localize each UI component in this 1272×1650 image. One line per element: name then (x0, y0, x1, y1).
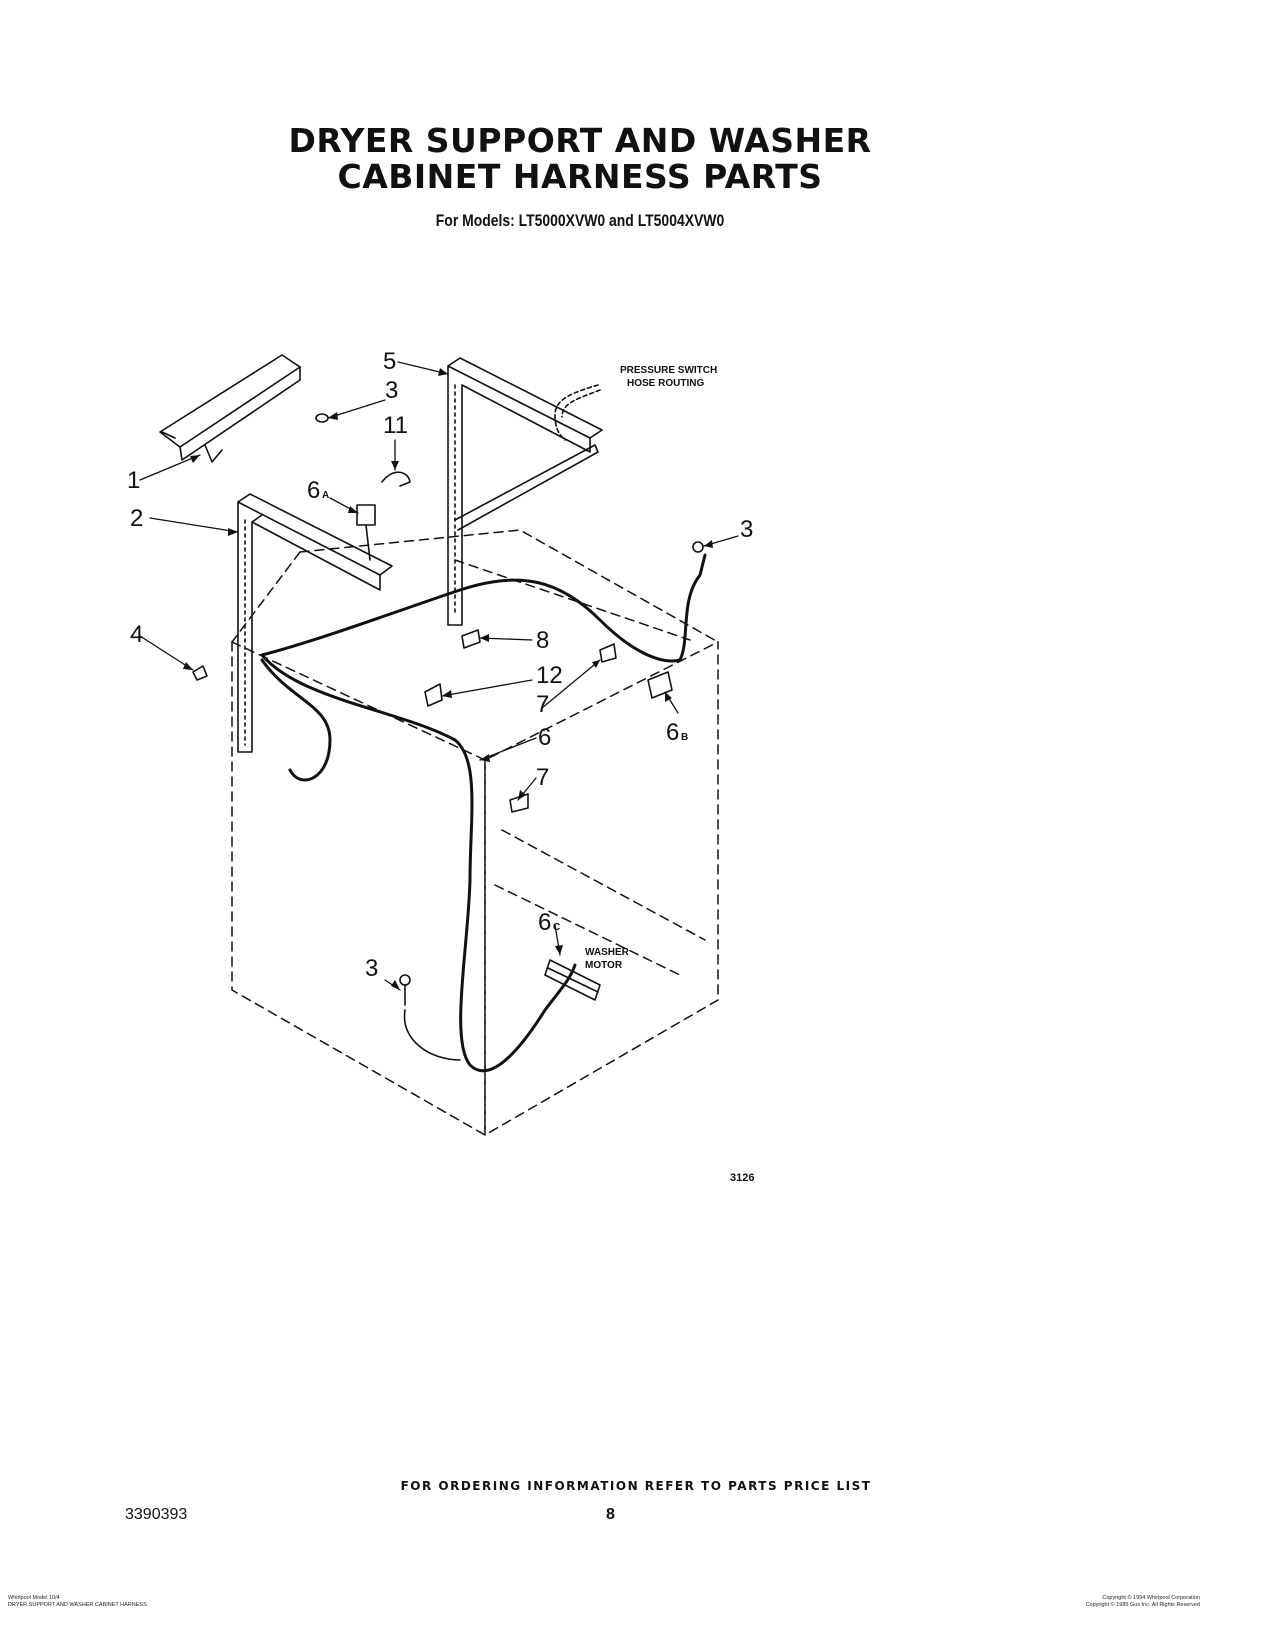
washer-cabinet-outline (231, 529, 719, 1136)
leader-lines (139, 361, 739, 991)
part-6b-connector (647, 671, 673, 699)
callout-3-bottom: 3 (365, 955, 378, 982)
pressure-switch-hose (554, 384, 601, 441)
callout-1: 1 (127, 467, 140, 494)
footer-left-line-1: Whirlpool Model 10/4 (8, 1595, 60, 1601)
part-6-wire-harness (260, 553, 707, 1073)
note-pressure-switch-line-2: HOSE ROUTING (627, 378, 704, 389)
callout-3-right: 3 (740, 516, 753, 543)
part-5-dryer-support (447, 357, 603, 626)
washer-motor-connector (544, 959, 601, 1001)
part-3-screw-right (692, 541, 704, 553)
page-title-line-2: CABINET HARNESS PARTS (337, 157, 823, 196)
callout-4: 4 (130, 621, 143, 648)
models-subtitle: For Models: LT5000XVW0 and LT5004XVW0 (435, 211, 725, 230)
note-pressure-switch-line-1: PRESSURE SWITCH (620, 365, 717, 376)
part-7-clip-upper (599, 643, 617, 663)
callout-5: 5 (383, 348, 396, 375)
note-washer-motor-line-1: WASHER (585, 947, 630, 958)
page-number: 8 (606, 1506, 615, 1523)
footer-right-line-2: Copyright © 1985 Gus Inc. All Rights Res… (1085, 1602, 1200, 1608)
callout-6a: 6 (307, 477, 320, 504)
part-3-screw-top (315, 413, 329, 423)
ordering-info: FOR ORDERING INFORMATION REFER TO PARTS … (400, 1479, 872, 1493)
document-number: 3390393 (125, 1506, 188, 1523)
page-title-line-1: DRYER SUPPORT AND WASHER (288, 121, 872, 160)
part-12-clip (424, 683, 443, 707)
callout-6b: 6 (666, 719, 679, 746)
footer-left-line-2: DRYER SUPPORT AND WASHER CABINET HARNESS (8, 1602, 147, 1608)
footer-left: Whirlpool Model 10/4 DRYER SUPPORT AND W… (8, 1595, 147, 1609)
callout-7-upper: 7 (536, 691, 549, 718)
ground-wire-lower (399, 974, 461, 1061)
note-washer-motor-line-2: MOTOR (585, 960, 623, 971)
callout-8: 8 (536, 627, 549, 654)
callout-6c: 6 (538, 909, 551, 936)
arrowheads (183, 368, 713, 990)
figure-number: 3126 (730, 1172, 755, 1184)
callout-11: 11 (383, 412, 408, 439)
callout-6a-suffix: A (322, 490, 329, 501)
callout-12: 12 (536, 662, 563, 689)
callout-6c-suffix: C (553, 922, 560, 933)
callout-3-top: 3 (385, 377, 398, 404)
callout-2: 2 (130, 505, 143, 532)
footer-right: Copyright © 1994 Whirlpool Corporation C… (1086, 1595, 1200, 1609)
part-4-screw (192, 665, 208, 681)
part-1-bracket (159, 354, 301, 463)
part-2-dryer-support (237, 493, 393, 753)
part-6a-connector (356, 504, 376, 561)
callout-6: 6 (538, 724, 551, 751)
callout-7-lower: 7 (536, 764, 549, 791)
part-11-clip (381, 471, 411, 487)
footer-right-line-1: Copyright © 1994 Whirlpool Corporation (1102, 1595, 1200, 1601)
part-8-clip (461, 629, 481, 649)
callout-6b-suffix: B (681, 732, 688, 743)
